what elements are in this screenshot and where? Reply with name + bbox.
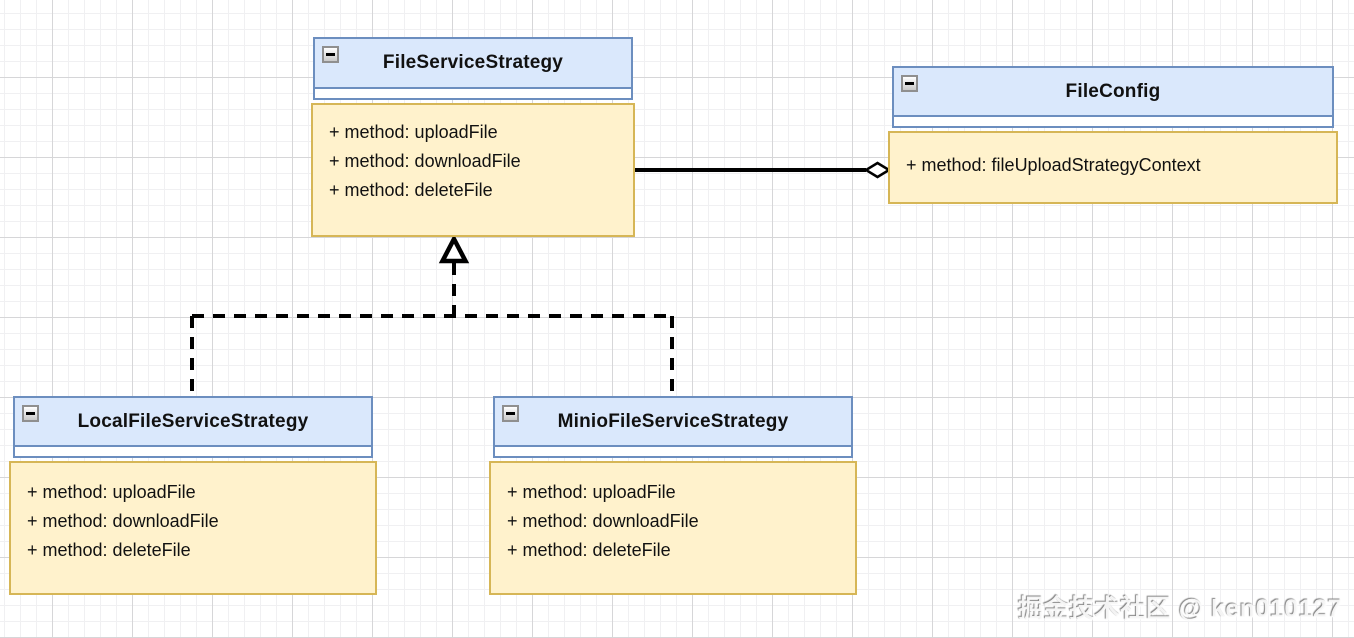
attributes-row-empty bbox=[313, 89, 633, 100]
methods-section: + method: uploadFile + method: downloadF… bbox=[489, 461, 857, 595]
hollow-triangle-marker bbox=[438, 234, 470, 264]
class-local-file-service-strategy[interactable]: LocalFileServiceStrategy + method: uploa… bbox=[9, 396, 377, 595]
methods-section: + method: uploadFile + method: downloadF… bbox=[9, 461, 377, 595]
collapse-icon[interactable] bbox=[322, 46, 339, 63]
edge-aggregation-fileconfig[interactable] bbox=[635, 161, 892, 179]
collapse-icon[interactable] bbox=[502, 405, 519, 422]
class-header: MinioFileServiceStrategy bbox=[493, 396, 853, 447]
method-item: + method: downloadFile bbox=[27, 511, 219, 531]
class-title: FileConfig bbox=[1065, 80, 1161, 102]
method-item: + method: uploadFile bbox=[507, 482, 676, 502]
methods-section: + method: uploadFile + method: downloadF… bbox=[311, 103, 635, 237]
class-file-service-strategy[interactable]: FileServiceStrategy + method: uploadFile… bbox=[311, 37, 635, 237]
class-file-config[interactable]: FileConfig + method: fileUploadStrategyC… bbox=[888, 66, 1338, 204]
method-item: + method: deleteFile bbox=[507, 540, 671, 560]
class-header: FileServiceStrategy bbox=[313, 37, 633, 89]
class-title: FileServiceStrategy bbox=[382, 52, 564, 73]
watermark: 掘金技术社区 @ ken010127 bbox=[1018, 595, 1342, 623]
method-item: + method: uploadFile bbox=[329, 122, 498, 142]
class-title: MinioFileServiceStrategy bbox=[557, 410, 789, 432]
attributes-row-empty bbox=[493, 447, 853, 458]
method-item: + method: uploadFile bbox=[27, 482, 196, 502]
collapse-icon[interactable] bbox=[901, 75, 918, 92]
method-item: + method: deleteFile bbox=[27, 540, 191, 560]
methods-section: + method: fileUploadStrategyContext bbox=[888, 131, 1338, 204]
method-item: + method: downloadFile bbox=[507, 511, 699, 531]
class-title: LocalFileServiceStrategy bbox=[77, 410, 309, 432]
collapse-icon[interactable] bbox=[22, 405, 39, 422]
method-item: + method: deleteFile bbox=[329, 180, 493, 200]
edge-inheritance-tree[interactable] bbox=[190, 234, 674, 395]
open-diamond-marker bbox=[863, 161, 892, 179]
class-header: LocalFileServiceStrategy bbox=[13, 396, 373, 447]
class-minio-file-service-strategy[interactable]: MinioFileServiceStrategy + method: uploa… bbox=[489, 396, 857, 595]
class-header: FileConfig bbox=[892, 66, 1334, 117]
attributes-row-empty bbox=[892, 117, 1334, 128]
method-item: + method: fileUploadStrategyContext bbox=[906, 155, 1201, 175]
method-item: + method: downloadFile bbox=[329, 151, 521, 171]
attributes-row-empty bbox=[13, 447, 373, 458]
